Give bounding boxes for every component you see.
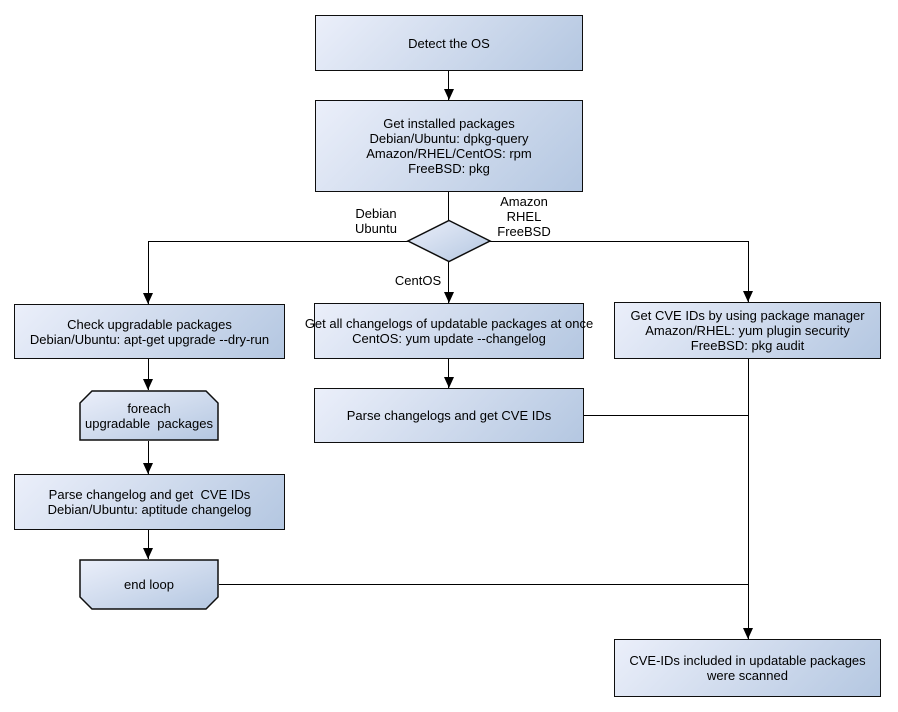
edge-parse-to-endloop (148, 530, 149, 559)
edge-right-to-scanned (748, 359, 749, 639)
node-get-cve-ids-package-manager: Get CVE IDs by using package manager Ama… (614, 302, 881, 359)
node-parse-changelog-debian-label: Parse changelog and get CVE IDs Debian/U… (47, 487, 252, 517)
foreach-loop-shape (79, 390, 219, 441)
node-parse-changelog-debian: Parse changelog and get CVE IDs Debian/U… (14, 474, 285, 530)
node-detect-os: Detect the OS (315, 15, 583, 71)
edge-decision-down (448, 261, 449, 303)
end-loop-shape (79, 559, 219, 610)
node-get-all-changelogs: Get all changelogs of updatable packages… (305, 303, 593, 359)
edge-endloop-to-join (219, 584, 748, 585)
node-parse-changelogs-centos-label: Parse changelogs and get CVE IDs (346, 408, 552, 423)
node-parse-changelogs-centos: Parse changelogs and get CVE IDs (314, 388, 584, 443)
arrowhead-into-check (143, 293, 153, 304)
edge-decision-left-v (148, 241, 149, 304)
node-end-loop-label: end loop (124, 577, 174, 592)
arrowhead-into-foreach (143, 379, 153, 390)
node-foreach-loop-start-label: foreach upgradable packages (85, 400, 213, 431)
node-check-upgradable-packages: Check upgradable packages Debian/Ubuntu:… (14, 304, 285, 359)
node-check-upgradable-packages-label: Check upgradable packages Debian/Ubuntu:… (29, 316, 270, 347)
edge-label-amazon-rhel-freebsd: Amazon RHEL FreeBSD (497, 194, 551, 239)
node-detect-os-label: Detect the OS (408, 35, 490, 51)
edge-check-to-foreach (148, 359, 149, 390)
arrowhead-into-parsecentos (444, 377, 454, 388)
decision-diamond-shape (406, 219, 492, 263)
edge-foreach-to-parse (148, 441, 149, 474)
arrowhead-into-endloop (143, 548, 153, 559)
edge-decision-right-h (489, 241, 748, 242)
node-end-loop: end loop (79, 559, 219, 610)
edge-decision-right-v (748, 241, 749, 302)
edge-parsecentos-to-join (584, 415, 748, 416)
edge-label-debian-ubuntu: Debian Ubuntu (355, 206, 397, 236)
node-get-installed-packages: Get installed packages Debian/Ubuntu: dp… (315, 100, 583, 192)
decision-os-diamond (406, 219, 492, 263)
node-get-cve-ids-package-manager-label: Get CVE IDs by using package manager Ama… (630, 308, 865, 353)
node-cve-ids-scanned: CVE-IDs included in updatable packages w… (614, 639, 881, 697)
edge-installed-to-decision (448, 192, 449, 222)
arrowhead-into-parse (143, 463, 153, 474)
node-foreach-loop-start: foreach upgradable packages (79, 390, 219, 441)
node-cve-ids-scanned-label: CVE-IDs included in updatable packages w… (629, 653, 866, 683)
edge-changelogs-to-parse (448, 359, 449, 388)
edge-detect-to-installed (448, 71, 449, 100)
edge-label-centos: CentOS (394, 273, 442, 288)
arrowhead-into-scanned (743, 628, 753, 639)
arrowhead-into-getcve (743, 291, 753, 302)
arrowhead-into-installed (444, 89, 454, 100)
arrowhead-into-changelogs (444, 292, 454, 303)
node-get-installed-packages-label: Get installed packages Debian/Ubuntu: dp… (366, 116, 532, 176)
edge-decision-left-h (148, 241, 409, 242)
node-get-all-changelogs-label: Get all changelogs of updatable packages… (304, 316, 594, 346)
